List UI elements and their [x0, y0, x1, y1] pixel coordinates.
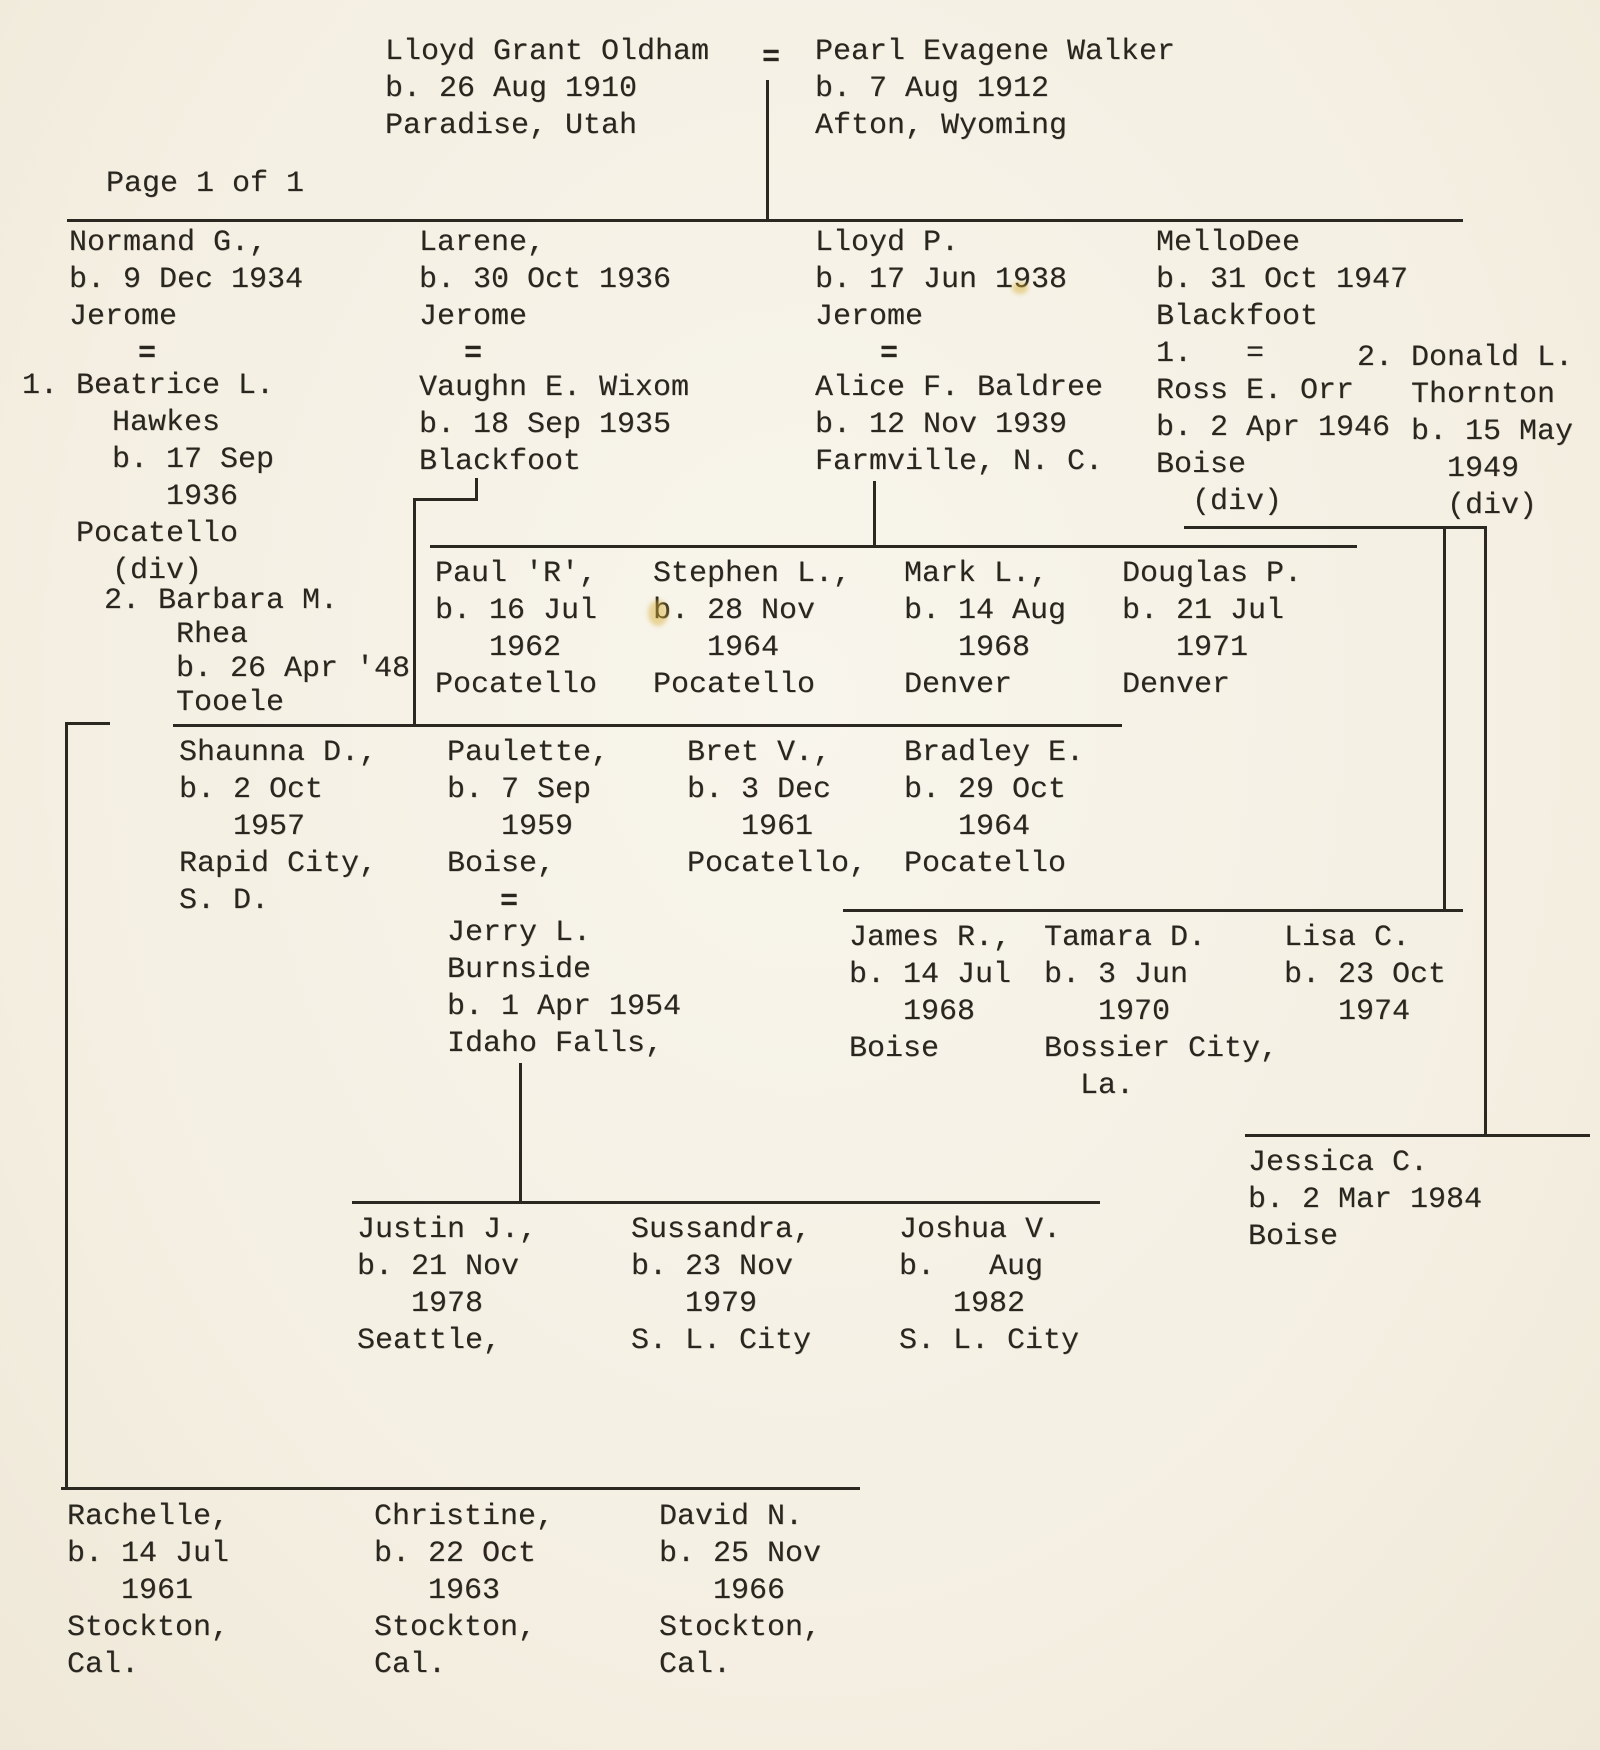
connector-orr-drop: [1443, 526, 1446, 912]
person-lisa-c: Lisa C. b. 23 Oct 1974: [1284, 921, 1447, 1029]
person-paulette: Paulette, b. 7 Sep 1959 Boise,: [447, 736, 610, 881]
person-sussandra: Sussandra, b. 23 Nov 1979 S. L. City: [631, 1213, 812, 1358]
person-lloyd-grant-oldham: Lloyd Grant Oldham b. 26 Aug 1910 Paradi…: [385, 35, 710, 143]
connector-vaughn-drop: [475, 478, 478, 501]
scan-stain: [648, 600, 668, 626]
person-mellodee-and-ross-orr: MelloDee b. 31 Oct 1947 Blackfoot 1. = R…: [1156, 226, 1409, 519]
connector-thornton-drop: [1484, 526, 1487, 1137]
connector-normand-drop: [65, 722, 68, 1490]
person-david-n: David N. b. 25 Nov 1966 Stockton, Cal.: [659, 1500, 822, 1682]
sibling-line-burnside-children: [352, 1201, 1100, 1204]
sibling-line-generation2: [67, 219, 1463, 222]
person-pearl-evagene-walker: Pearl Evagene Walker b. 7 Aug 1912 Afton…: [815, 35, 1176, 143]
person-joshua-v: Joshua V. b. Aug 1982 S. L. City: [899, 1213, 1080, 1358]
connector-wixom-drop: [413, 498, 416, 727]
person-alice-baldree: Alice F. Baldree b. 12 Nov 1939 Farmvill…: [815, 371, 1104, 479]
person-stephen-l: Stephen L., b. 28 Nov 1964 Pocatello: [653, 557, 852, 702]
person-vaughn-wixom: Vaughn E. Wixom b. 18 Sep 1935 Blackfoot: [419, 371, 690, 479]
person-james-r: James R., b. 14 Jul 1968 Boise: [849, 921, 1012, 1066]
person-beatrice-hawkes: 1. Beatrice L. Hawkes b. 17 Sep 1936 Poc…: [22, 369, 275, 588]
sibling-line-wixom-children: [173, 724, 1122, 727]
scan-stain: [1012, 282, 1028, 294]
person-douglas-p: Douglas P. b. 21 Jul 1971 Denver: [1122, 557, 1303, 702]
connector-alice-drop: [873, 481, 876, 548]
person-rachelle: Rachelle, b. 14 Jul 1961 Stockton, Cal.: [67, 1500, 230, 1682]
person-tamara-d: Tamara D. b. 3 Jun 1970 Bossier City, La…: [1044, 921, 1279, 1103]
marriage-symbol-larene: =: [464, 337, 483, 371]
divorce-line-mellodee: [1184, 526, 1487, 529]
person-paul-r: Paul 'R', b. 16 Jul 1962 Pocatello: [435, 557, 598, 702]
connector-root-marriage-drop: [766, 80, 769, 222]
person-lloyd-p: Lloyd P. b. 17 Jun 1938 Jerome: [815, 226, 1068, 334]
person-bradley-e: Bradley E. b. 29 Oct 1964 Pocatello: [904, 736, 1085, 881]
sibling-line-thornton-children: [1245, 1134, 1590, 1137]
sibling-line-orr-children: [843, 909, 1463, 912]
person-bret-v: Bret V., b. 3 Dec 1961 Pocatello,: [687, 736, 868, 881]
sibling-line-baldree-children: [430, 545, 1357, 548]
connector-burnside-drop: [519, 1063, 522, 1204]
person-shaunna-d: Shaunna D., b. 2 Oct 1957 Rapid City, S.…: [179, 736, 378, 918]
person-christine: Christine, b. 22 Oct 1963 Stockton, Cal.: [374, 1500, 555, 1682]
connector-normand-jog: [65, 722, 110, 725]
marriage-symbol-lloyd-p: =: [880, 337, 899, 371]
marriage-symbol-root: =: [762, 41, 781, 75]
person-jessica-c: Jessica C. b. 2 Mar 1984 Boise: [1248, 1146, 1483, 1254]
person-larene: Larene, b. 30 Oct 1936 Jerome: [419, 226, 672, 334]
person-donald-thornton: 2. Donald L. Thornton b. 15 May 1949 (di…: [1357, 341, 1574, 523]
page-number-label: Page 1 of 1: [106, 167, 305, 201]
marriage-symbol-normand: =: [138, 337, 157, 371]
person-justin-j: Justin J., b. 21 Nov 1978 Seattle,: [357, 1213, 538, 1358]
marriage-symbol-paulette: =: [500, 885, 519, 919]
sibling-line-normand-children: [61, 1487, 860, 1490]
person-jerry-burnside: Jerry L. Burnside b. 1 Apr 1954 Idaho Fa…: [447, 916, 682, 1061]
connector-vaughn-jog: [413, 498, 478, 501]
person-barbara-rhea: 2. Barbara M. Rhea b. 26 Apr '48 Tooele: [104, 584, 411, 720]
person-normand-g: Normand G., b. 9 Dec 1934 Jerome: [69, 226, 304, 334]
person-mark-l: Mark L., b. 14 Aug 1968 Denver: [904, 557, 1067, 702]
